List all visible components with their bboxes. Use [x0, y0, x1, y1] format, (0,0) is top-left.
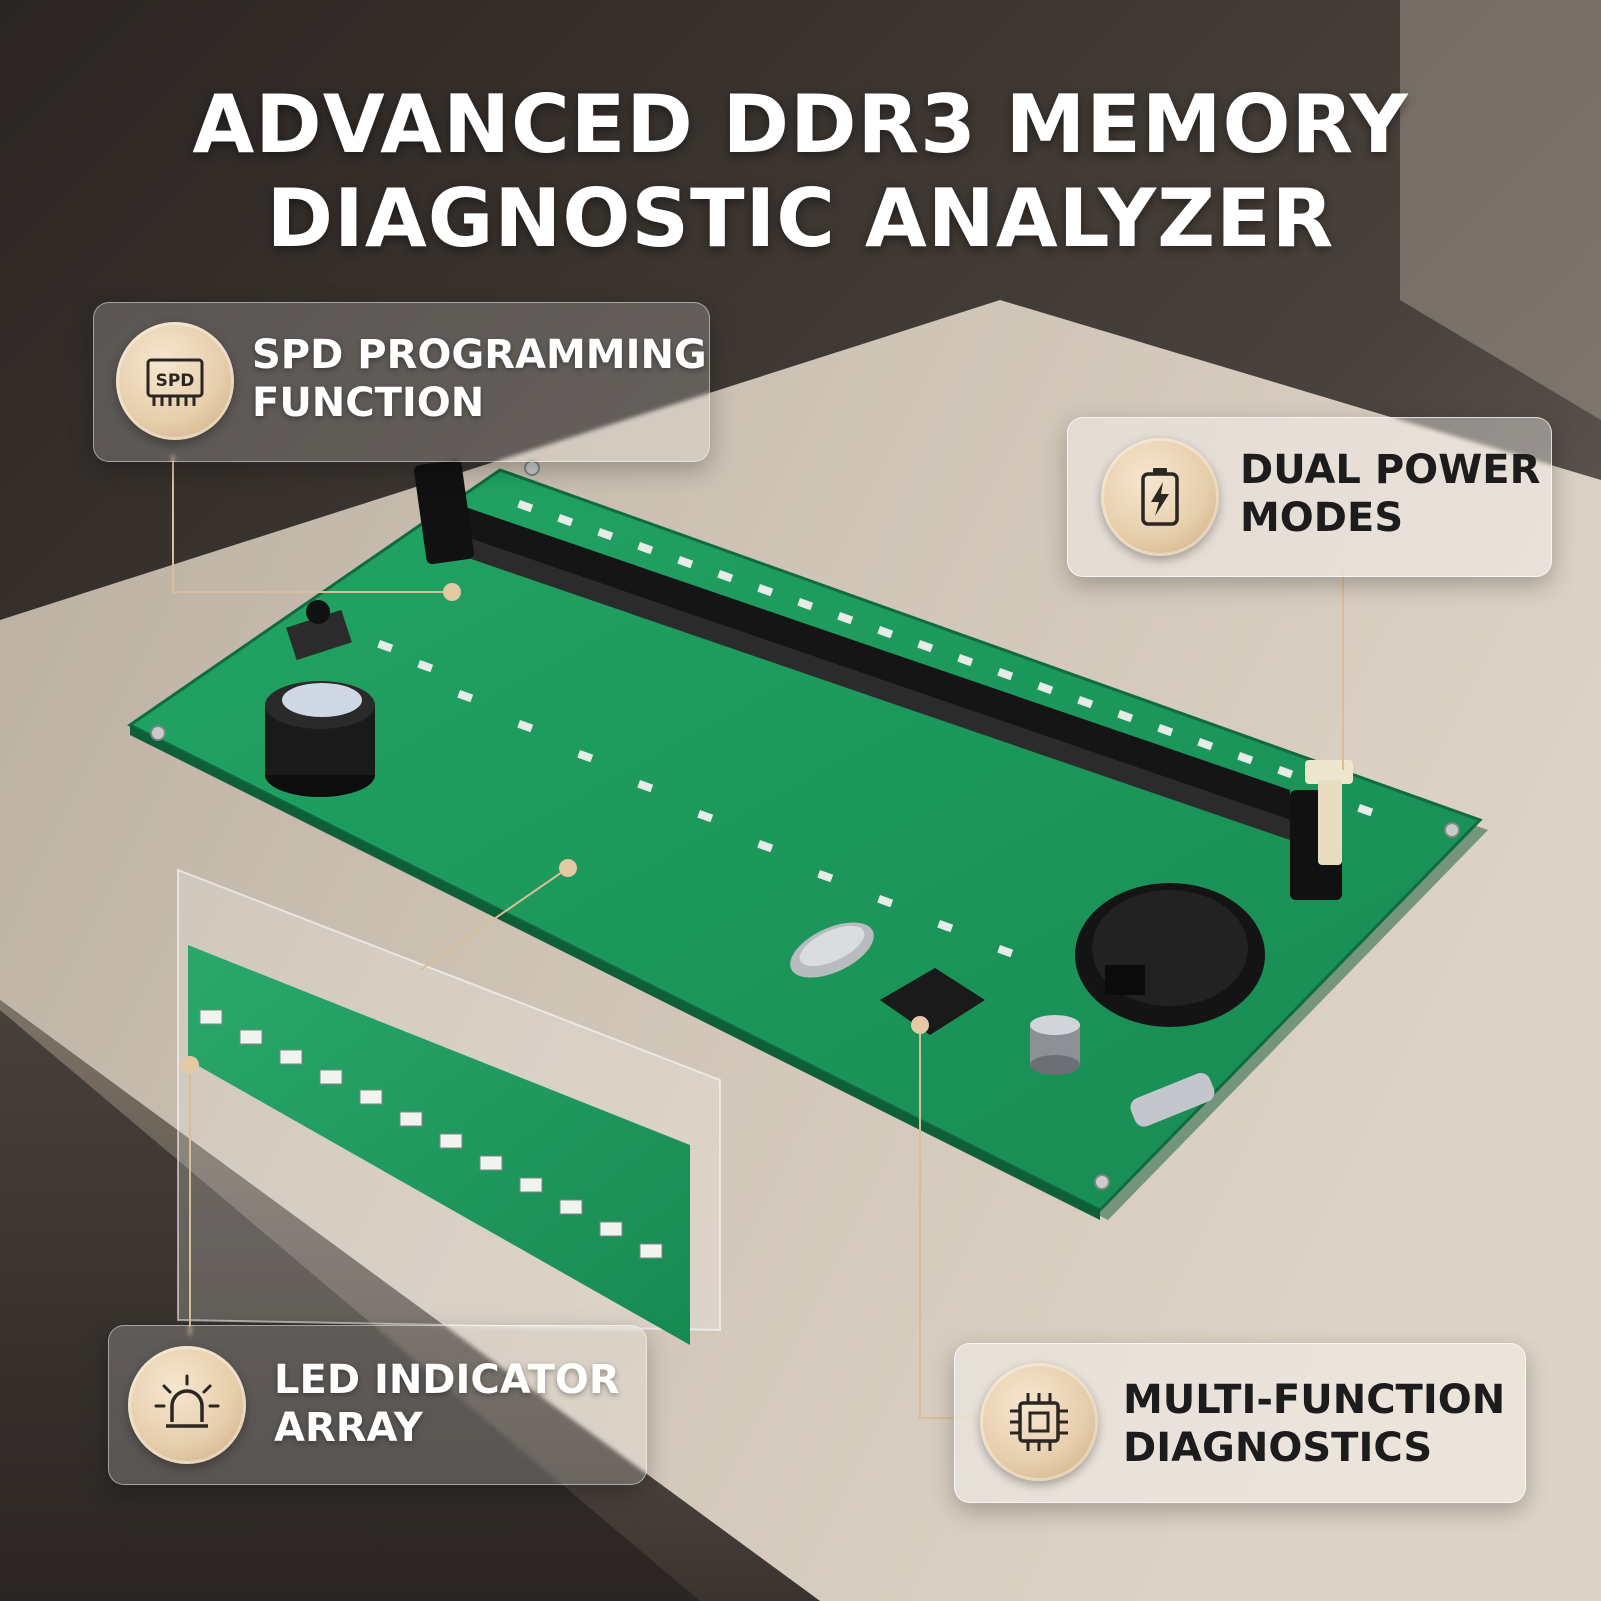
push-button: [286, 600, 352, 661]
callout-spd-line-2: FUNCTION: [252, 380, 485, 426]
cpu-chip-icon: [980, 1363, 1098, 1481]
leader-dots: [181, 583, 929, 1074]
callout-multi-line-1: MULTI-FUNCTION: [1123, 1377, 1506, 1423]
coin-battery-holder: [1075, 883, 1265, 1027]
dimm-slot: [414, 459, 1342, 900]
spd-chip-icon: SPD: [116, 322, 234, 440]
callout-dual-power: DUAL POWER MODES: [1067, 417, 1552, 577]
title-line-2: DIAGNOSTIC ANALYZER: [266, 172, 1335, 265]
usb-port: [1130, 1073, 1215, 1127]
battery-bolt-icon: [1101, 438, 1219, 556]
slot-latch: [1305, 760, 1353, 865]
alarm-light-icon: [128, 1346, 246, 1464]
capacitor: [1030, 1015, 1080, 1075]
callout-led-line-2: ARRAY: [274, 1405, 423, 1451]
crystal: [790, 922, 874, 978]
page-title: ADVANCED DDR3 MEMORY DIAGNOSTIC ANALYZER: [0, 78, 1601, 266]
callout-multi-function: MULTI-FUNCTION DIAGNOSTICS: [954, 1343, 1526, 1503]
callout-power-line-2: MODES: [1240, 495, 1404, 541]
mcu-chip: [880, 968, 985, 1035]
callout-spd-line-1: SPD PROGRAMMING: [252, 332, 707, 378]
buzzer: [265, 681, 375, 797]
callout-power-line-1: DUAL POWER: [1240, 447, 1541, 493]
callout-led-line-1: LED INDICATOR: [274, 1357, 620, 1403]
title-line-1: ADVANCED DDR3 MEMORY: [192, 78, 1409, 171]
spd-icon-text: SPD: [156, 371, 195, 391]
zoom-panel: [177, 868, 721, 1345]
callout-spd-programming: SPD SPD PROGRAMMING FUNCTION: [93, 302, 710, 462]
callout-led-indicator: LED INDICATOR ARRAY: [108, 1325, 647, 1485]
callout-multi-line-2: DIAGNOSTICS: [1123, 1425, 1433, 1471]
pcb-board: [127, 460, 1488, 1220]
